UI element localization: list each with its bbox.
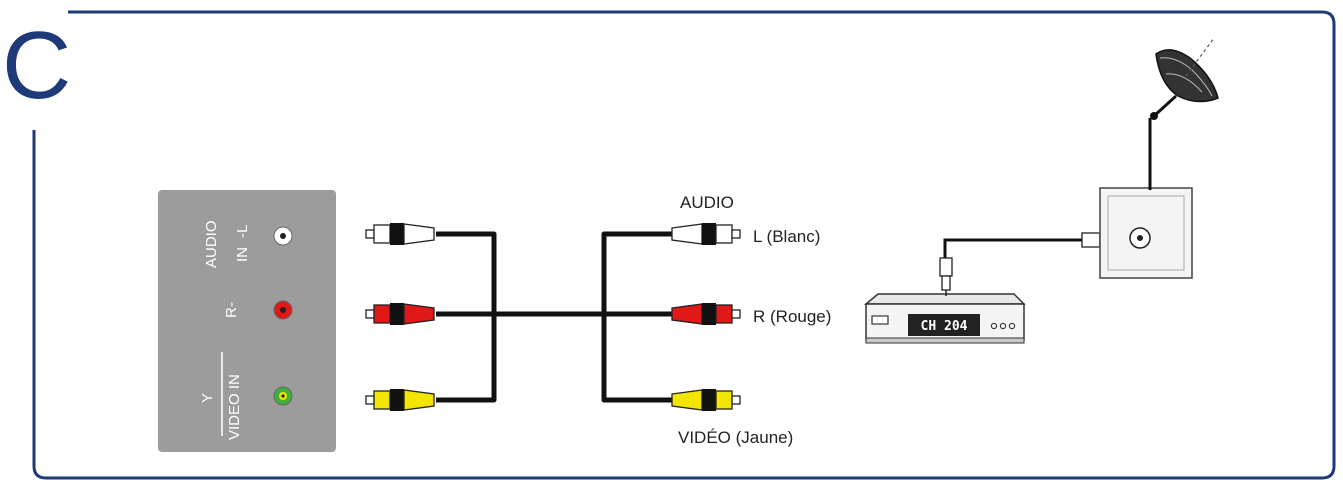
tv-input-panel: AUDIO IN -L R- Y VIDEO IN bbox=[158, 190, 336, 452]
set-top-box-icon: CH 204 bbox=[863, 293, 1026, 344]
coax-cable bbox=[939, 232, 1118, 296]
panel-video-in-label: VIDEO IN bbox=[226, 374, 243, 440]
video-yellow-label: VIDÉO (Jaune) bbox=[678, 428, 793, 447]
panel-audio-label: AUDIO bbox=[203, 220, 220, 268]
right-red-label: R (Rouge) bbox=[753, 307, 831, 326]
coax-plug-box bbox=[939, 257, 953, 296]
av-cable bbox=[436, 231, 672, 403]
video-jack bbox=[273, 386, 293, 406]
left-white-label: L (Blanc) bbox=[753, 227, 820, 246]
audio-label: AUDIO bbox=[680, 193, 734, 212]
cable-right-bundle bbox=[601, 231, 672, 403]
panel-audio-right-label: R- bbox=[223, 302, 240, 318]
satellite-dish-icon bbox=[1148, 37, 1219, 190]
panel-audio-in-label: IN bbox=[234, 247, 251, 262]
rca-plug-red-left bbox=[365, 303, 435, 325]
audio-left-jack bbox=[273, 226, 293, 246]
cable-left-bundle bbox=[436, 231, 497, 403]
rca-plug-white-left bbox=[365, 223, 435, 245]
rca-plug-red-right bbox=[671, 303, 741, 325]
rca-plug-yellow-left bbox=[365, 389, 435, 411]
panel-background bbox=[158, 190, 336, 452]
panel-audio-left-label: -L bbox=[234, 225, 251, 238]
audio-right-jack bbox=[273, 300, 293, 320]
rca-plug-white-right bbox=[671, 223, 741, 245]
wall-outlet-icon bbox=[1099, 187, 1193, 279]
frame-border bbox=[32, 10, 1336, 480]
section-letter: C bbox=[2, 12, 72, 119]
set-top-box-display bbox=[908, 314, 980, 336]
rca-plug-yellow-right bbox=[671, 389, 741, 411]
panel-video-y-label: Y bbox=[199, 393, 216, 403]
set-top-box-channel: CH 204 bbox=[921, 319, 968, 334]
